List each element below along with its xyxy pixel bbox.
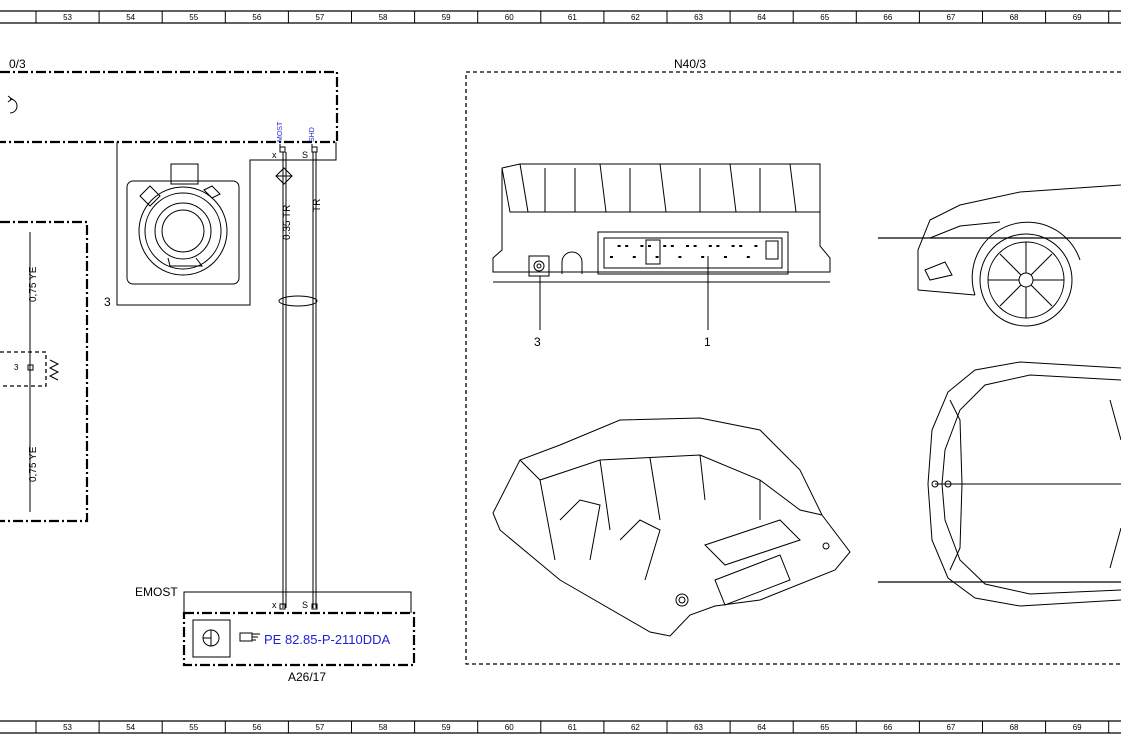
callout-3-unit: 3	[534, 335, 541, 349]
connector-pin	[708, 245, 712, 247]
grid-column-number: 62	[631, 13, 640, 22]
grid-column-number: 59	[442, 13, 451, 22]
grid-column-number: 56	[252, 723, 261, 732]
pin-x-top: x	[272, 150, 277, 160]
grid-column-number: 53	[63, 723, 72, 732]
callout-3-left: 3	[104, 295, 111, 309]
grid-column-number: 66	[883, 13, 892, 22]
grid-column-number: 60	[505, 723, 514, 732]
callout-1-unit: 1	[704, 335, 711, 349]
shd-label: SHD	[309, 127, 316, 142]
top-grid-strip: 53 54 55 56 57 58 59 60 61 62 63 64 65 66 67 68 69	[0, 10, 1121, 24]
shield-oval	[278, 295, 318, 307]
partial-component-box: 0/3	[0, 57, 339, 144]
grid-column-number: 65	[820, 723, 829, 732]
grid-column-number: 56	[252, 13, 261, 22]
left-sensor-box: 0,75 YE 0,75 YE 3	[0, 220, 89, 523]
wire-tr-label: TR	[312, 199, 323, 212]
connector-pin	[663, 245, 667, 247]
grid-column-number: 64	[757, 723, 766, 732]
control-unit-iso-view	[492, 417, 851, 637]
emost-label: EMOST	[135, 585, 178, 599]
grid-column-number: 64	[757, 13, 766, 22]
connector-pin	[648, 245, 651, 247]
grid-column-number: 67	[946, 723, 955, 732]
wire-075ye-bottom: 0,75 YE	[28, 446, 39, 482]
connector-pin	[640, 245, 644, 247]
grid-column-number: 67	[946, 13, 955, 22]
connector-pins-top: MOST SHD x S	[272, 121, 318, 160]
bottom-grid-strip: 53 54 55 56 57 58 59 60 61 62 63 64 65 66 67 68 69	[0, 720, 1121, 734]
connector-pin	[746, 256, 750, 258]
grid-column-number: 60	[505, 13, 514, 22]
twisted-pair-icon	[275, 167, 293, 185]
pointing-hand-icon	[239, 632, 260, 642]
vehicle-side-view	[878, 184, 1121, 327]
control-unit-side-view: 3 1	[492, 163, 831, 349]
pin-s-top: S	[302, 150, 308, 160]
grid-column-number: 68	[1010, 13, 1019, 22]
grid-column-number: 61	[568, 13, 577, 22]
a26-17-label: A26/17	[288, 670, 326, 684]
wire-075ye-top: 0,75 YE	[28, 266, 39, 302]
n40-3-box: N40/3	[465, 57, 1121, 665]
grid-column-number: 61	[568, 723, 577, 732]
partial-component-label: 0/3	[9, 57, 26, 71]
grid-column-number: 65	[820, 13, 829, 22]
grid-column-number: 58	[379, 13, 388, 22]
grid-column-number: 63	[694, 13, 703, 22]
a26-17-box: EMOST x S PE 82.85-P-2110DDA A26/17	[135, 585, 416, 684]
grid-column-number: 55	[189, 723, 198, 732]
connector-pin	[670, 245, 674, 247]
connector-pin	[731, 245, 735, 247]
connector-pin	[632, 256, 636, 258]
callout-3-pin: 3	[14, 363, 19, 372]
connector-pin	[693, 245, 697, 247]
grid-column-number: 54	[126, 723, 135, 732]
grid-column-number: 58	[379, 723, 388, 732]
grid-column-number: 62	[631, 723, 640, 732]
grid-column-number: 57	[315, 723, 324, 732]
connector-pin	[625, 245, 629, 247]
coaxial-connector-drawing	[126, 163, 240, 285]
connector-pin	[617, 245, 621, 247]
grid-column-number: 68	[1010, 723, 1019, 732]
connector-pin	[724, 256, 727, 258]
connector-pin	[678, 256, 682, 258]
grid-column-number: 69	[1073, 13, 1082, 22]
grid-column-number: 66	[883, 723, 892, 732]
connector-pin	[686, 245, 689, 247]
rotation-symbol-icon	[7, 95, 18, 114]
grid-column-number: 63	[694, 723, 703, 732]
pe-reference-link[interactable]: PE 82.85-P-2110DDA	[264, 632, 391, 647]
resistor-icon	[48, 359, 60, 381]
connector-pin	[610, 256, 613, 258]
most-label: MOST	[277, 121, 284, 142]
n40-3-label: N40/3	[674, 57, 706, 71]
grid-column-number: 57	[315, 13, 324, 22]
connector-pin	[739, 245, 743, 247]
grid-column-number: 55	[189, 13, 198, 22]
vehicle-top-view	[878, 361, 1121, 607]
wire-shd	[312, 152, 317, 608]
wire-035tr-label: 0.35 TR	[282, 205, 293, 240]
pin-s-bottom: S	[302, 600, 308, 610]
wire-most	[282, 152, 287, 608]
connector-pin	[716, 245, 720, 247]
connector-pin	[655, 256, 659, 258]
transistor-symbol-icon	[192, 619, 231, 658]
connector-pin	[701, 256, 705, 258]
grid-column-number: 59	[442, 723, 451, 732]
pin-x-bottom: x	[272, 600, 277, 610]
grid-column-number: 54	[126, 13, 135, 22]
grid-column-number: 53	[63, 13, 72, 22]
grid-column-number: 69	[1073, 723, 1082, 732]
connector-pin	[754, 245, 758, 247]
connector-frame	[116, 142, 337, 306]
